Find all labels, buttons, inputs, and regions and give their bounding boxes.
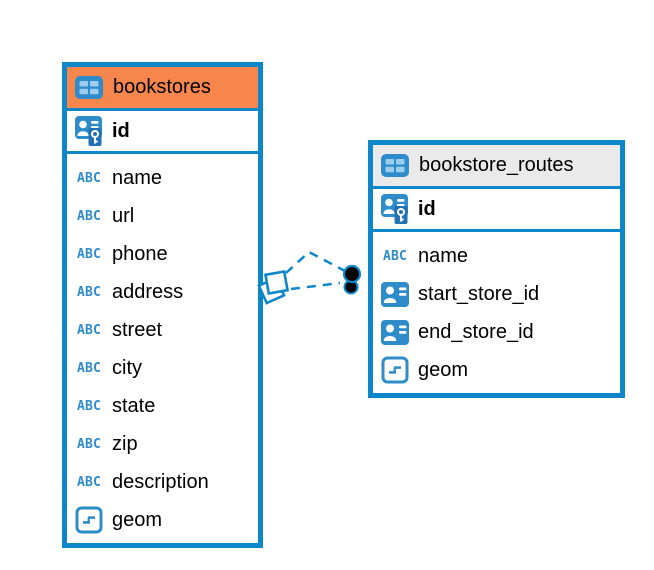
column-row-geom[interactable]: geom	[373, 351, 620, 389]
geometry-type-icon	[74, 506, 104, 534]
relationship-line-elbow	[285, 250, 346, 274]
column-label: start_store_id	[418, 282, 540, 305]
column-label: street	[112, 318, 163, 341]
text-type-icon: ABC	[76, 170, 102, 186]
column-label: end_store_id	[418, 320, 534, 343]
column-label: geom	[418, 358, 469, 381]
column-row-id[interactable]: id	[67, 111, 258, 154]
text-type-icon: ABC	[76, 436, 102, 452]
table-bookstore-routes[interactable]: bookstore_routes id ABC name	[368, 140, 625, 398]
column-row-zip[interactable]: ABC zip	[67, 425, 258, 463]
primary-key-icon	[74, 115, 104, 147]
stacked-squares-marker	[257, 269, 290, 305]
text-type-icon: ABC	[382, 248, 408, 264]
column-row-geom[interactable]: geom	[67, 501, 258, 539]
column-row-start-store-id[interactable]: start_store_id	[373, 275, 620, 313]
column-row-url[interactable]: ABC url	[67, 197, 258, 235]
column-row-state[interactable]: ABC state	[67, 387, 258, 425]
table-icon	[74, 75, 104, 100]
column-label: name	[418, 244, 469, 267]
text-type-icon: ABC	[76, 360, 102, 376]
column-label: address	[112, 280, 184, 303]
text-type-icon: ABC	[76, 398, 102, 414]
primary-key-label: id	[112, 119, 130, 142]
column-label: state	[112, 394, 156, 417]
table-title: bookstores	[113, 76, 211, 98]
column-row-end-store-id[interactable]: end_store_id	[373, 313, 620, 351]
column-label: phone	[112, 242, 168, 265]
column-label: name	[112, 166, 163, 189]
stacked-dots-marker	[342, 264, 362, 295]
table-icon	[380, 153, 410, 178]
column-row-description[interactable]: ABC description	[67, 463, 258, 501]
table-bookstore-routes-columns: ABC name start_store_id	[373, 232, 620, 389]
primary-key-icon	[380, 193, 410, 225]
text-type-icon: ABC	[76, 246, 102, 262]
table-bookstores[interactable]: bookstores id ABC name ABC url	[62, 62, 263, 548]
text-type-icon: ABC	[76, 284, 102, 300]
column-row-address[interactable]: ABC address	[67, 273, 258, 311]
column-label: city	[112, 356, 142, 379]
table-bookstores-header[interactable]: bookstores	[67, 67, 258, 111]
primary-key-label: id	[418, 197, 436, 220]
column-label: zip	[112, 432, 138, 455]
table-title: bookstore_routes	[419, 154, 574, 176]
text-type-icon: ABC	[76, 322, 102, 338]
column-label: description	[112, 470, 209, 493]
column-row-name[interactable]: ABC name	[373, 237, 620, 275]
column-row-name[interactable]: ABC name	[67, 159, 258, 197]
geometry-type-icon	[380, 356, 410, 384]
column-row-id[interactable]: id	[373, 189, 620, 232]
text-type-icon: ABC	[76, 208, 102, 224]
column-row-street[interactable]: ABC street	[67, 311, 258, 349]
column-label: geom	[112, 508, 163, 531]
table-bookstores-columns: ABC name ABC url ABC phone ABC address A…	[67, 154, 258, 539]
reference-key-icon	[380, 319, 410, 346]
relationship-line-straight	[290, 281, 341, 291]
column-label: url	[112, 204, 135, 227]
table-bookstore-routes-header[interactable]: bookstore_routes	[373, 145, 620, 189]
reference-key-icon	[380, 281, 410, 308]
text-type-icon: ABC	[76, 474, 102, 490]
column-row-city[interactable]: ABC city	[67, 349, 258, 387]
column-row-phone[interactable]: ABC phone	[67, 235, 258, 273]
